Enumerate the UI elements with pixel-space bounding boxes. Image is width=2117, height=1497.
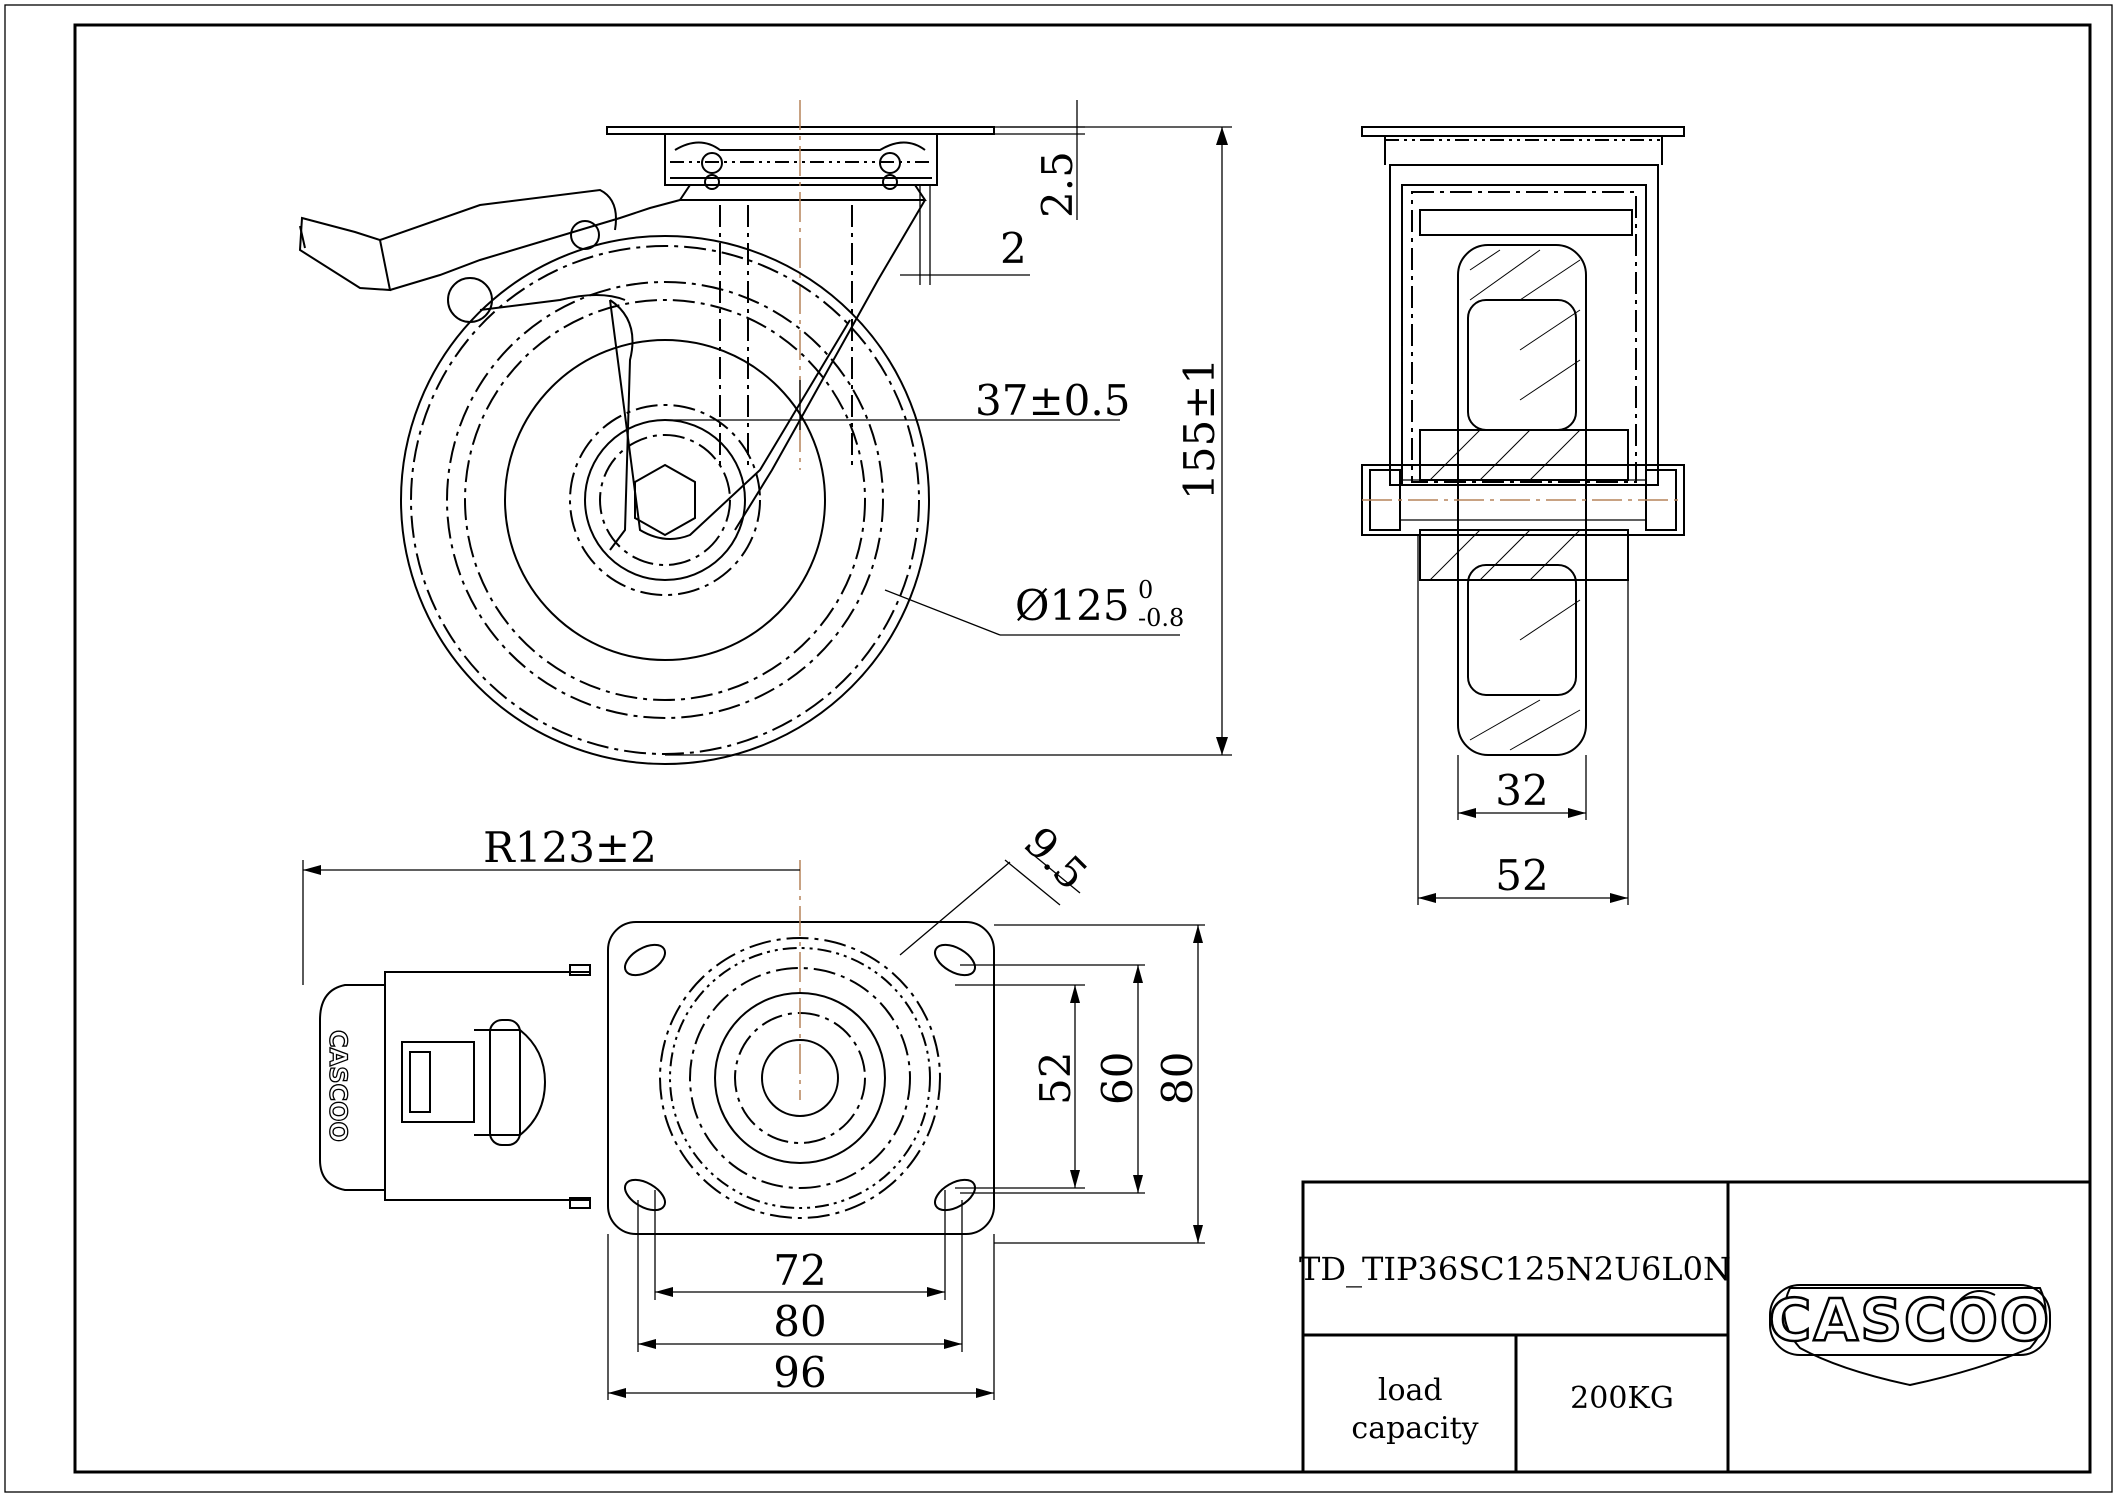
dim-height: 155±1 — [1175, 358, 1224, 500]
axle-nut-icon — [634, 463, 696, 537]
dim-plate-offset: 2.5 — [1033, 151, 1082, 218]
dim-bolt-hole-h1: 72 — [773, 1246, 826, 1295]
part-number: TD_TIP36SC125N2U6L0N — [1299, 1250, 1731, 1288]
dim-wheel-diameter: Ø125 — [1015, 581, 1130, 630]
outer-border — [4, 4, 2113, 1493]
cascoo-logo: CASCOO — [1768, 1284, 2051, 1387]
dim-tread-width: 32 — [1495, 766, 1548, 815]
front-view — [298, 100, 995, 765]
dim-offset: 37±0.5 — [975, 376, 1130, 425]
load-capacity-label: load capacity — [1351, 1373, 1478, 1446]
dim-wheel-tol-upper: 0 — [1138, 576, 1153, 604]
dim-bolt-hole-h2: 80 — [773, 1297, 826, 1346]
dim-plate-gap: 2 — [1000, 224, 1027, 273]
logo-swoosh-icon — [1959, 1290, 1996, 1301]
dim-fork-width: 52 — [1495, 851, 1548, 900]
brake-logo: CASCOO — [324, 1030, 352, 1142]
side-view-dimensions: 32 52 — [1417, 535, 1629, 905]
top-view: CASCOO — [319, 860, 995, 1235]
top-view-dimensions: R123±2 9.5 52 60 80 72 — [302, 817, 1205, 1400]
dim-swivel-radius: R123±2 — [483, 823, 657, 872]
dim-slot: 9.5 — [1015, 817, 1097, 899]
dim-bolt-hole-v2: 60 — [1093, 1052, 1142, 1105]
dim-bolt-hole-v1: 52 — [1031, 1052, 1080, 1105]
logo-text: CASCOO — [1769, 1286, 2051, 1354]
front-view-dimensions: 2.5 2 37±0.5 155±1 Ø125 0 -0.8 — [665, 100, 1232, 756]
section-hatching — [1429, 249, 1581, 751]
load-capacity-value: 200KG — [1570, 1381, 1674, 1416]
dim-plate-v: 80 — [1153, 1052, 1202, 1105]
side-view — [1361, 126, 1685, 756]
dim-plate-h: 96 — [773, 1348, 826, 1397]
inner-border — [73, 23, 2092, 1474]
dim-wheel-tol-lower: -0.8 — [1138, 604, 1184, 632]
title-block: TD_TIP36SC125N2U6L0N load capacity 200KG… — [1299, 1180, 2092, 1474]
